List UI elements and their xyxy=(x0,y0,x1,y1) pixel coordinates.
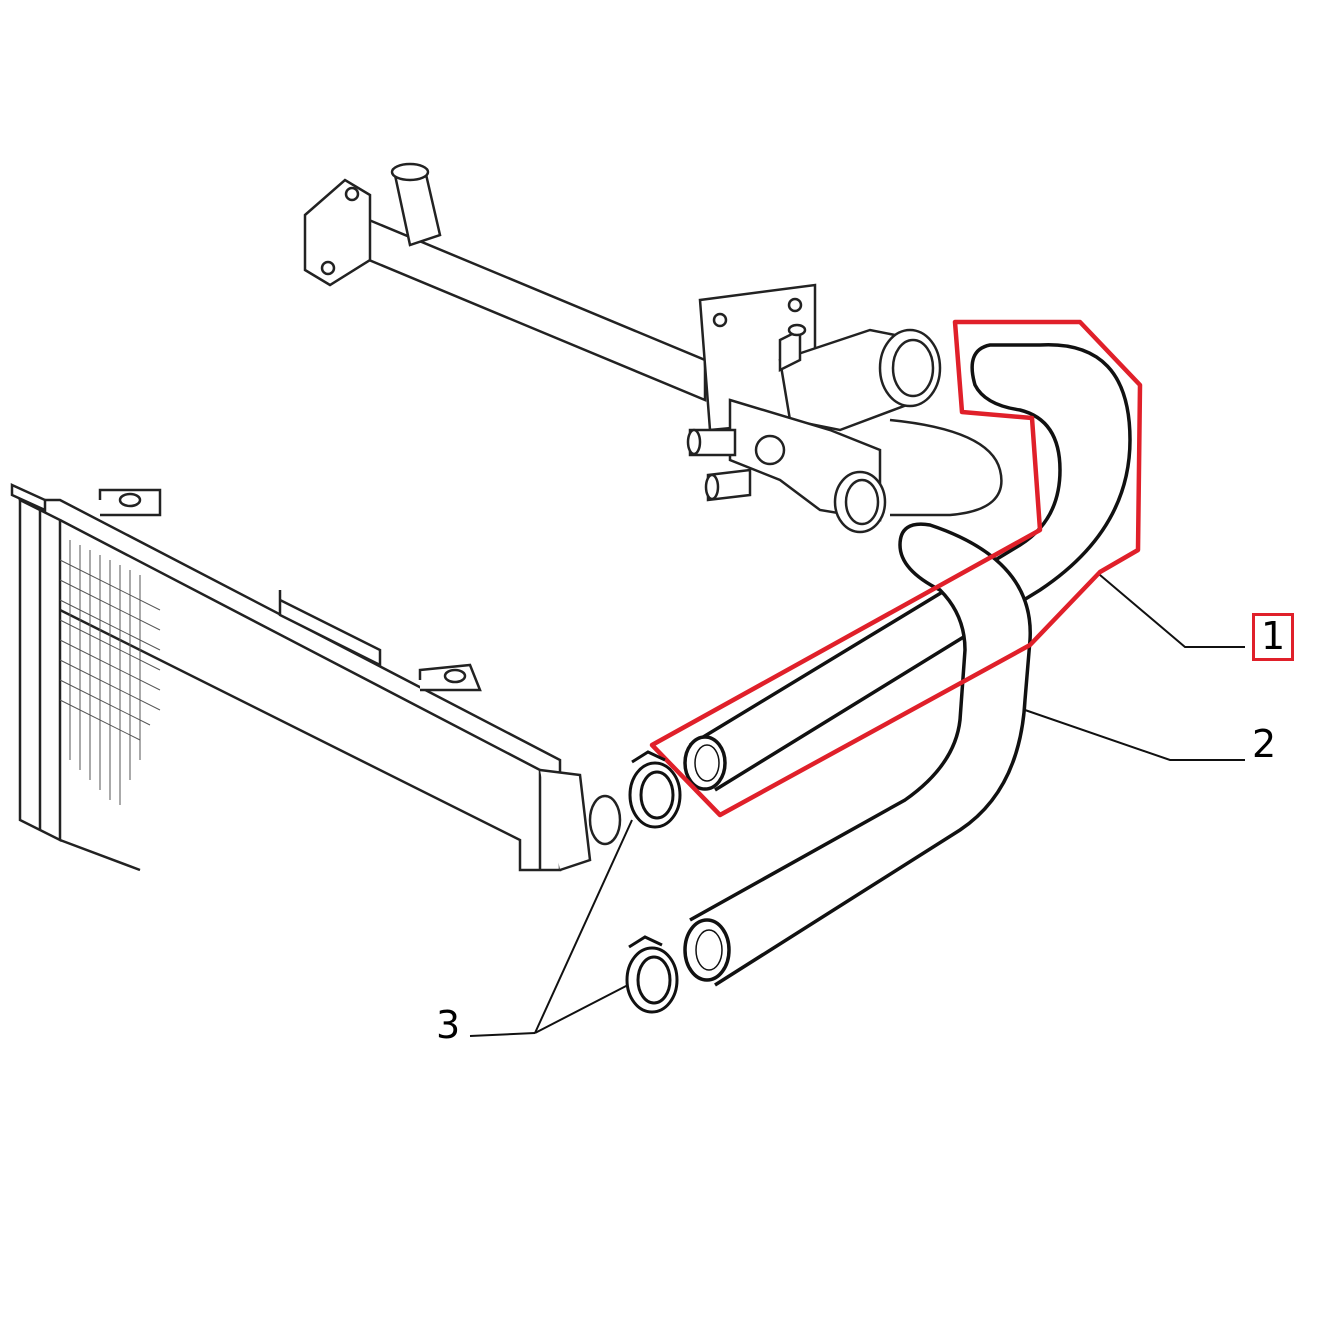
leader-line-2 xyxy=(1024,709,1245,761)
hose-part-1 xyxy=(683,343,1132,792)
hose-clamp-lower xyxy=(625,935,679,1014)
leader-line-3b xyxy=(534,984,629,1034)
radiator xyxy=(10,483,622,872)
callout-part-3: 3 xyxy=(436,1003,461,1047)
callout-part-1: 1 xyxy=(1252,613,1295,661)
leader-line-3a xyxy=(534,819,633,1034)
leader-lines xyxy=(469,574,1245,1037)
hose-clamp-upper xyxy=(628,750,682,829)
leader-line-3 xyxy=(469,1032,536,1037)
water-pipe-assembly xyxy=(303,162,1003,534)
hose-part-2 xyxy=(683,522,1032,987)
leader-line-1 xyxy=(1099,574,1245,648)
radiator-core xyxy=(59,540,161,805)
highlight-outline-part-1 xyxy=(649,319,1143,818)
callout-part-2: 2 xyxy=(1252,722,1277,766)
